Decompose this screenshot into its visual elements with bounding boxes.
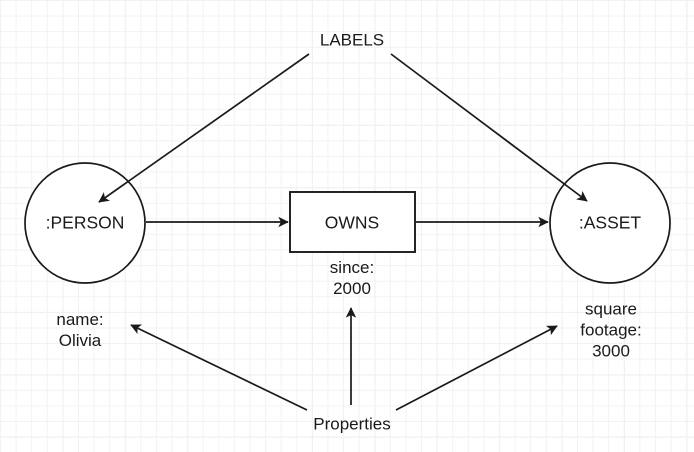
property-person-name: name: Olivia	[56, 310, 104, 350]
node-person-label: :PERSON	[45, 212, 125, 233]
edge-properties-to-footage	[395, 325, 558, 411]
property-owns-since: since: 2000	[329, 258, 375, 298]
edge-labels-to-asset	[390, 53, 588, 202]
property-asset-square-footage: square footage: 3000	[580, 299, 642, 361]
node-person-shape[interactable]	[24, 162, 146, 284]
node-asset-label: :ASSET	[578, 212, 642, 233]
relationship-owns-label: OWNS	[324, 212, 380, 233]
edge-properties-to-name	[130, 324, 308, 411]
annotation-properties: Properties	[313, 414, 391, 434]
edge-labels-to-person	[98, 53, 310, 203]
annotation-labels: LABELS	[319, 30, 385, 50]
relationship-owns-shape[interactable]	[289, 191, 416, 253]
